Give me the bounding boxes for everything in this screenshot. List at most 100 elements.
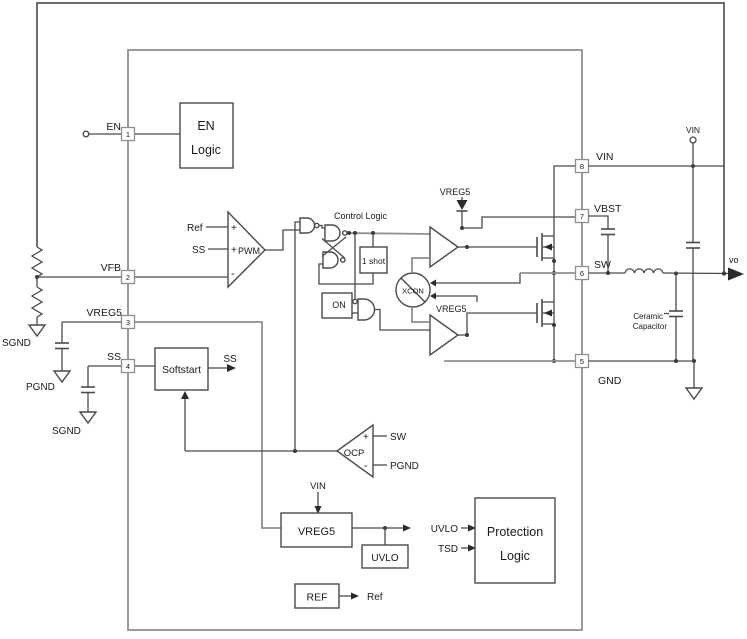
pin-2-number: 2 bbox=[126, 273, 130, 282]
pwm-out-route bbox=[265, 229, 300, 251]
ss-out-label: SS bbox=[223, 354, 237, 365]
sr-nand-a-bubble bbox=[341, 230, 348, 236]
ref-label: REF bbox=[307, 592, 328, 604]
pwm-comparator: Ref SS + + PWM - bbox=[187, 210, 300, 289]
pwm-plus-mid: + bbox=[231, 245, 237, 256]
pin-8-name: VIN bbox=[596, 151, 614, 163]
driver-stage: XCON VREG5 VREG5 bbox=[395, 187, 576, 357]
sgnd-label-ss: SGND bbox=[52, 426, 81, 437]
ocp-comparator: + - OCP SW PGND bbox=[185, 423, 419, 479]
pwm-plus-top: + bbox=[231, 223, 237, 234]
pin-7-number: 7 bbox=[580, 212, 584, 221]
ocp-triangle bbox=[335, 423, 374, 479]
one-shot-label: 1 shot bbox=[362, 256, 386, 266]
ground-symbol-pgnd bbox=[52, 370, 72, 384]
vreg5-section: VIN VREG5 UVLO UVLO TSD Protection Logic bbox=[280, 481, 556, 584]
junction-dot bbox=[552, 259, 556, 263]
vo-label: vo bbox=[729, 255, 739, 265]
inductor bbox=[624, 268, 664, 274]
ground-symbol-output bbox=[684, 387, 704, 401]
protection-logic-box bbox=[474, 497, 556, 584]
junction-dot bbox=[606, 271, 610, 275]
vo-arrowhead bbox=[728, 267, 744, 281]
xcon-label: XCON bbox=[402, 287, 424, 296]
vreg5-boot-label: VREG5 bbox=[440, 187, 471, 197]
vreg5-label: VREG5 bbox=[298, 526, 335, 538]
hs-fet-body-arrow bbox=[544, 243, 552, 251]
left-pin-wires: PGND SGND bbox=[26, 130, 281, 529]
junction-dot bbox=[347, 231, 351, 235]
on-and-gate bbox=[357, 298, 376, 321]
softstart-box bbox=[154, 347, 209, 391]
on-box bbox=[321, 292, 353, 319]
junction-dot bbox=[293, 449, 297, 453]
pin-3-name: VREG5 bbox=[86, 307, 122, 319]
ground-symbol-sgnd-fb bbox=[27, 324, 47, 338]
feedback-resistor-bottom bbox=[30, 286, 44, 318]
ceramic-cap-label1: Ceramic bbox=[633, 312, 663, 321]
vbst-int-route bbox=[461, 211, 576, 229]
pin-7-name: VBST bbox=[594, 203, 622, 215]
pin-8-number: 8 bbox=[580, 162, 584, 171]
pin-1-name: EN bbox=[106, 121, 121, 133]
sw-to-xcon bbox=[436, 273, 521, 284]
en-logic-line2: Logic bbox=[191, 143, 221, 157]
pin-2-box bbox=[120, 269, 136, 285]
nand1-out-wire bbox=[319, 224, 325, 229]
ocp-pgnd-label: PGND bbox=[390, 461, 419, 472]
pgnd-label: PGND bbox=[26, 382, 55, 393]
low-side-driver bbox=[429, 313, 460, 357]
vbst-ext-route bbox=[588, 215, 609, 229]
sr-nand-b-bubble bbox=[339, 257, 346, 263]
protection-line1: Protection bbox=[487, 525, 543, 539]
vin-to-vreg5-arrowhead bbox=[314, 506, 322, 514]
hs-drain-rail bbox=[553, 165, 576, 236]
pin-2-name: VFB bbox=[101, 262, 121, 274]
en-logic-line1: EN bbox=[197, 119, 214, 133]
pin-5-name: GND bbox=[598, 375, 622, 387]
external-components: VIN vo Ceramic Capacitor bbox=[588, 125, 744, 401]
junction-dot bbox=[465, 245, 469, 249]
ref-out-arrowhead bbox=[351, 592, 359, 600]
sr-nand-b bbox=[322, 251, 339, 269]
xcon-sw-arrowhead bbox=[430, 279, 436, 287]
junction-dot bbox=[721, 271, 727, 276]
sr-nand-a bbox=[324, 224, 341, 242]
xcon-slash bbox=[400, 277, 426, 303]
ref-block: REF Ref bbox=[294, 583, 383, 609]
en-logic-block: EN Logic bbox=[179, 102, 234, 169]
pin-5-number: 5 bbox=[580, 357, 584, 366]
junction-dot bbox=[460, 226, 464, 230]
pwm-comparator-triangle bbox=[227, 210, 266, 289]
pin-3-number: 3 bbox=[126, 318, 130, 327]
oneshot-out-route bbox=[318, 263, 374, 285]
feedback-loop: SGND bbox=[2, 2, 725, 349]
drive-line bbox=[346, 232, 431, 235]
vo-line bbox=[662, 272, 730, 275]
sr-cross-wire-1 bbox=[321, 236, 347, 258]
pin-6-number: 6 bbox=[580, 269, 584, 278]
on-gate-input-bubble bbox=[352, 298, 358, 305]
left-pins: 1 EN 2 VFB 3 VREG5 4 SS bbox=[86, 121, 136, 374]
nand1-gate bbox=[299, 217, 316, 234]
sgnd-label-fb: SGND bbox=[2, 338, 31, 349]
uvlo-in-arrowhead bbox=[468, 524, 476, 532]
low-gate-wire bbox=[458, 312, 537, 336]
junction-dot bbox=[465, 333, 469, 337]
ocp-minus: - bbox=[364, 460, 368, 472]
feedback-resistor-top bbox=[30, 246, 44, 278]
ic-boundary bbox=[127, 49, 583, 631]
pwm-ref-label: Ref bbox=[187, 223, 203, 234]
control-logic: Control Logic 1 shot ON bbox=[294, 211, 431, 451]
pin-1-number: 1 bbox=[126, 130, 130, 139]
high-side-driver bbox=[429, 225, 460, 269]
pwm-label: PWM bbox=[238, 246, 260, 256]
bootstrap-diode bbox=[456, 200, 468, 210]
ref-out-label: Ref bbox=[367, 592, 383, 603]
en-logic-box bbox=[179, 102, 234, 169]
xcon-vreg5-arrowhead bbox=[430, 292, 436, 300]
vreg5-to-xcon bbox=[436, 295, 478, 302]
vin-terminal bbox=[689, 136, 697, 144]
